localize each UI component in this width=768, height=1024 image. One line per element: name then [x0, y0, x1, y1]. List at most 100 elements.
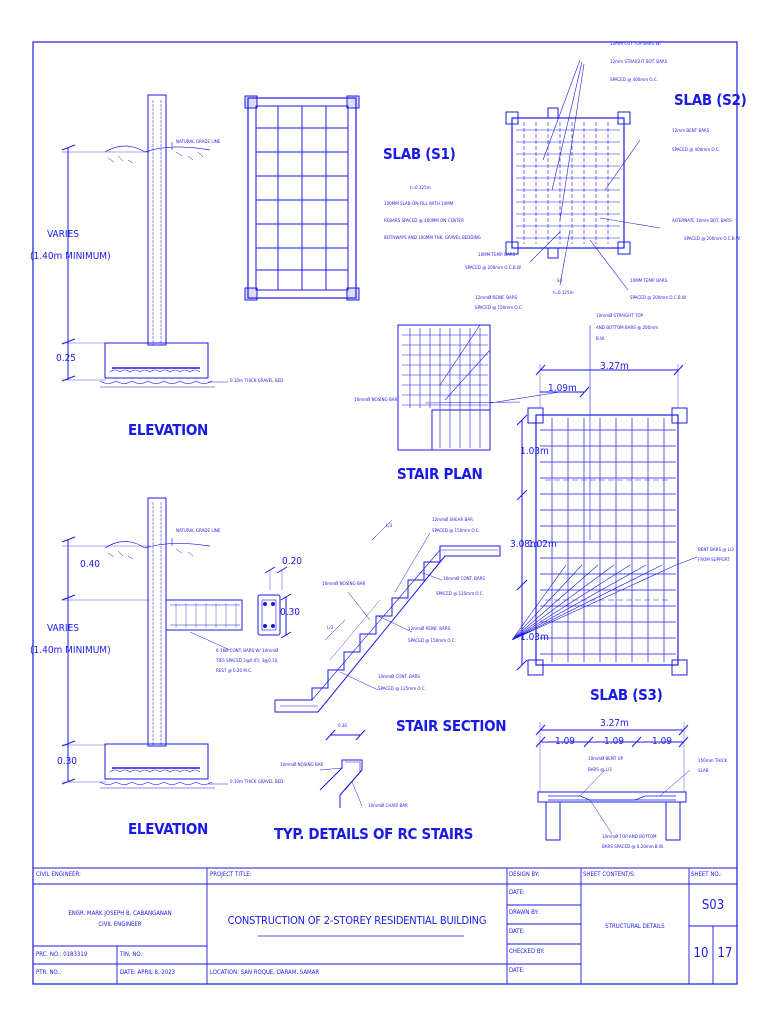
engineer-role: CIVIL ENGINEER: [98, 921, 142, 928]
stair-plan-reinf-1: 12mmØ REINF. BARS: [475, 296, 518, 301]
dim-030: 0.30: [57, 756, 78, 767]
title-block: [33, 867, 737, 984]
s3-dim-102: 1.02m: [528, 539, 557, 550]
date-label-2: DATE:: [509, 928, 525, 935]
sheet-content-value: STRUCTURAL DETAILS: [605, 923, 665, 930]
slab-s1-plan: [244, 95, 360, 301]
stair-cont-2: SPACED @ 125mm O.C.: [436, 592, 484, 597]
slab-s2-title: SLAB (S2): [674, 91, 747, 109]
s2-note-top-2: 12mm STRAIGHT BOT. BARS: [610, 60, 668, 65]
s3-straight-1: 10mmØ STRAIGHT TOP: [596, 314, 644, 319]
project-name: CONSTRUCTION OF 2-STOREY RESIDENTIAL BUI…: [227, 914, 487, 927]
typ-details-title: TYP. DETAILS OF RC STAIRS: [274, 825, 474, 843]
s3-dim-103b: 1.03m: [520, 632, 549, 643]
beam-dim-h: 0.30: [280, 607, 301, 618]
s3-dim-327: 3.27m: [600, 361, 629, 372]
stair-dim-l3-top: L/3: [386, 524, 393, 529]
s2-temp-left-1: 10MM TEMP. BARS: [478, 253, 516, 258]
retaining-wall-bottom: [61, 497, 292, 789]
s3-bent-2: FROM SUPPORT: [698, 558, 730, 563]
checked-by-label: CHECKED BY:: [509, 948, 545, 955]
stair-reinf-2: SPACED @ 150mm O.C.: [408, 639, 456, 644]
varies-min-label: (1.40m MINIMUM): [30, 251, 111, 262]
stair-reinf-1: 12mmØ REINF. BARS: [408, 627, 451, 632]
s3s-thick-1: 150mm THICK: [698, 759, 728, 764]
slab-s1-note-2: 100MM SLAB-ON-FILL WITH 10MM: [384, 202, 454, 207]
design-by-label: DESIGN BY:: [509, 871, 540, 878]
engineer-name: ENGR. MARK JOSEPH B. CABANGANAN: [68, 910, 172, 917]
sheet-border: [32, 41, 738, 985]
typ-chair: 10mmØ CHAIR BAR: [368, 804, 408, 809]
s3s-dim-b: 1.09: [604, 736, 625, 747]
s2-temp-left-2: SPACED @ 200mm O.C.B.W.: [465, 266, 522, 271]
s3s-dim-a: 1.09: [555, 736, 576, 747]
prc-no: PRC. NO.: 0183319: [36, 951, 88, 958]
s3s-bent-2: BARS @ L/3: [588, 768, 612, 773]
varies-min-label-2: (1.40m MINIMUM): [30, 645, 111, 656]
stair-cont-b2: SPACED @ 125mm O.C.: [378, 687, 426, 692]
tin-no: TIN. NO.:: [120, 951, 144, 958]
s3-straight-2: AND BOTTOM BARS @ 200mm: [596, 326, 659, 331]
retaining-wall-top: [61, 94, 228, 388]
slab-s1-note-1: t=0.125m: [410, 186, 431, 191]
s2-alt-2: SPACED @ 200mm O.C.B.W.: [684, 237, 741, 242]
stair-nosing: 10mmØ NOSING BAR: [322, 582, 366, 587]
s2-note-top-1: 12mm CUT TOP BARS W/: [610, 42, 661, 47]
dim-025: 0.25: [56, 353, 77, 364]
s2-note-top-3: SPACED @ 400mm O.C.: [610, 78, 658, 83]
slab-s1-title: SLAB (S1): [383, 145, 456, 163]
slab-s2-plan: [505, 59, 661, 291]
drawn-by-label: DRAWN BY:: [509, 909, 539, 916]
civil-engineer-label: CIVIL ENGINEER:: [36, 871, 81, 878]
slab-s1-note-4: BOTHWAYS AND 100MM THK. GRAVEL BEDDING: [384, 236, 481, 241]
s3s-bot-2: BARS SPACED @ 0.20mm B.W.: [602, 845, 664, 850]
s2-alt-1: ALTERNATE 10mm BOT. BARS: [672, 219, 732, 224]
s3-straight-3: B.W.: [596, 337, 605, 342]
s2-bent-1: 12mm BENT BARS: [672, 129, 710, 134]
s2-temp-right-1: 10MM TEMP. BARS: [630, 279, 668, 284]
date-label-1: DATE:: [509, 889, 525, 896]
slab-s3-title: SLAB (S3): [590, 686, 663, 704]
gravel-bed-label-2: 0.10m THICK GRAVEL BED: [230, 780, 284, 785]
s3s-thick-2: SLAB: [698, 769, 709, 774]
natural-grade-line-label: NATURAL GRADE LINE: [176, 140, 221, 145]
sheet-number: 10: [693, 946, 709, 961]
beam-dim-w: 0.20: [282, 556, 303, 567]
slab-s1-note-3: REBARS SPACED @ 400MM ON CENTER: [384, 219, 464, 224]
location: LOCATION: SAN ROQUE, DARAM, SAMAR: [210, 969, 320, 976]
stair-plan-nosing: 10mmØ NOSING BAR: [354, 398, 398, 403]
beam-bars-note-2: TIES SPACED 2@0.05; 3@0.10,: [216, 659, 279, 664]
varies-label: VARIES: [47, 229, 79, 240]
sheet-no-label: SHEET NO.:: [691, 871, 722, 878]
typ-nosing: 10mmØ NOSING BAR: [280, 763, 324, 768]
s3s-bent-1: 10mmØ BENT UP: [588, 757, 624, 762]
stair-shear-2: SPACED @ 150mm O.C.: [432, 529, 480, 534]
varies-label-2: VARIES: [47, 623, 79, 634]
natural-grade-line-label-2: NATURAL GRADE LINE: [176, 529, 221, 534]
stair-plan-reinf-2: SPACED @ 150mm O.C.: [475, 306, 523, 311]
s3s-dim-c: 1.09: [652, 736, 673, 747]
ptr-no: PTR. NO.:: [36, 969, 62, 976]
slab-s3-plan: [511, 325, 698, 676]
project-title-label: PROJECT TITLE:: [210, 871, 252, 878]
beam-bars-note-3: REST @ 0.20 M.C.: [216, 669, 253, 674]
s3-dim-109: 1.09m: [548, 383, 577, 394]
stair-dim-l3-bottom: L/3: [327, 626, 334, 631]
typ-dim: 0.30: [338, 724, 348, 729]
s2-bent-2: SPACED @ 400mm O.C.: [672, 148, 720, 153]
dim-040: 0.40: [80, 559, 101, 570]
stair-cont-1: 10mmØ CONT. BARS: [443, 577, 485, 582]
stair-cont-b1: 10mmØ CONT. BARS: [378, 675, 420, 680]
typ-details-rc-stairs: [319, 729, 366, 808]
stair-section-title: STAIR SECTION: [396, 717, 507, 735]
s3s-bot-1: 10mmØ TOP AND BOTTOM: [602, 835, 657, 840]
sheet-content-label: SHEET CONTENT/S:: [583, 871, 636, 878]
beam-bars-note-1: 6-16Ø CONT. BARS W/ 10mmØ: [216, 649, 279, 654]
s2-s3-1: S3: [557, 279, 563, 284]
s3s-dim-327: 3.27m: [600, 718, 629, 729]
s3-dim-308: 3.08m: [510, 539, 539, 550]
date-issued: DATE: APRIL 8, 2023: [120, 969, 176, 976]
stair-plan: [397, 324, 561, 451]
date-label-3: DATE:: [509, 967, 525, 974]
